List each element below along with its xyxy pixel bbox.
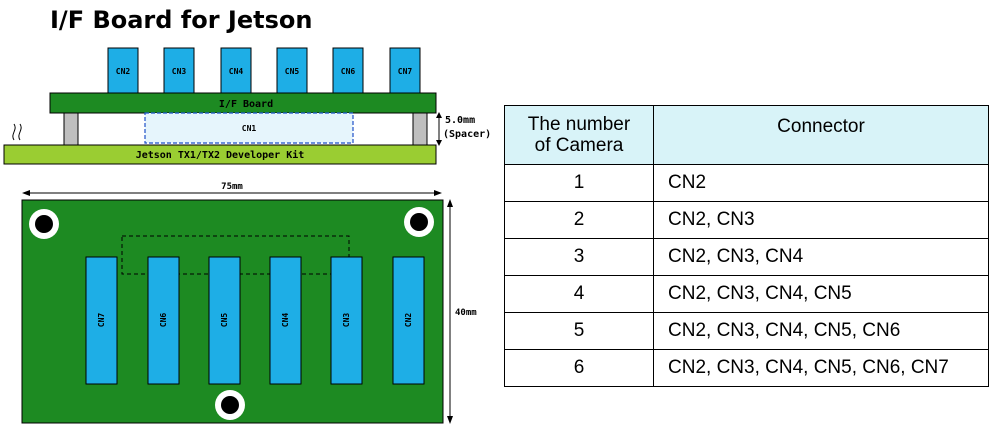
side-connector-label: CN5 (285, 67, 300, 76)
header-camera-count-line2: of Camera (534, 135, 624, 156)
cn1-label: CN1 (242, 124, 257, 133)
side-connectors: CN2 CN3 CN4 CN5 CN6 CN7 (107, 47, 421, 94)
top-connector-label: CN6 (159, 313, 168, 328)
top-connector-cn4: CN4 (269, 256, 302, 385)
devkit-board: Jetson TX1/TX2 Developer Kit (3, 144, 437, 165)
top-connector-label: CN4 (281, 313, 290, 328)
side-connector-cn4: CN4 (220, 47, 252, 94)
camera-count-cell: 3 (504, 238, 654, 276)
connector-cell: CN2, CN3, CN4, CN5 (653, 275, 989, 313)
side-connector-cn3: CN3 (163, 47, 195, 94)
mounting-hole-top-right (404, 207, 434, 237)
spacer-height-label: 5.0mm (445, 115, 475, 126)
spacer-right (412, 112, 428, 146)
spacer-note-label: (Spacer) (443, 129, 491, 140)
connector-cell: CN2, CN3 (653, 201, 989, 239)
header-connector: Connector (653, 105, 989, 165)
break-symbol (12, 123, 22, 141)
spacer-left (63, 112, 79, 146)
camera-connector-table: The number of Camera Connector 1 CN2 2 C… (504, 105, 989, 387)
connector-cell: CN2, CN3, CN4 (653, 238, 989, 276)
table-row: 2 CN2, CN3 (504, 201, 989, 239)
camera-count-cell: 5 (504, 312, 654, 350)
side-connector-cn2: CN2 (107, 47, 139, 94)
top-connector-cn3: CN3 (330, 256, 363, 385)
mounting-hole-top-left (29, 209, 59, 239)
table-row: 1 CN2 (504, 164, 989, 202)
table-row: 4 CN2, CN3, CN4, CN5 (504, 275, 989, 313)
table-row: 6 CN2, CN3, CN4, CN5, CN6, CN7 (504, 349, 989, 387)
top-connector-cn6: CN6 (147, 256, 180, 385)
devkit-label: Jetson TX1/TX2 Developer Kit (136, 149, 305, 161)
table-row: 3 CN2, CN3, CN4 (504, 238, 989, 276)
camera-count-cell: 4 (504, 275, 654, 313)
table-row: 5 CN2, CN3, CN4, CN5, CN6 (504, 312, 989, 350)
top-connectors: CN7 CN6 CN5 CN4 CN3 CN2 (85, 256, 425, 385)
width-label: 75mm (221, 182, 243, 192)
top-connector-cn7: CN7 (85, 256, 118, 385)
mounting-hole-bottom (215, 390, 245, 420)
connector-cell: CN2 (653, 164, 989, 202)
side-connector-label: CN3 (172, 67, 187, 76)
connector-cell: CN2, CN3, CN4, CN5, CN6 (653, 312, 989, 350)
side-connector-cn6: CN6 (332, 47, 364, 94)
side-connector-label: CN7 (398, 67, 413, 76)
top-connector-label: CN3 (342, 313, 351, 328)
side-connector-cn7: CN7 (389, 47, 421, 94)
connector-cell: CN2, CN3, CN4, CN5, CN6, CN7 (653, 349, 989, 387)
header-camera-count-line1: The number (527, 114, 631, 135)
top-connector-label: CN7 (97, 313, 106, 328)
spacer-dimension: 5.0mm (Spacer) (436, 112, 491, 146)
if-board-side: I/F Board (49, 92, 437, 114)
camera-count-cell: 6 (504, 349, 654, 387)
cn1-connector: CN1 (144, 112, 354, 144)
height-label: 40mm (455, 308, 477, 318)
camera-count-cell: 2 (504, 201, 654, 239)
top-connector-label: CN5 (220, 313, 229, 328)
header-camera-count: The number of Camera (504, 105, 654, 165)
side-connector-label: CN4 (229, 67, 244, 76)
side-connector-label: CN6 (341, 67, 356, 76)
if-board-label: I/F Board (219, 99, 273, 110)
side-connector-label: CN2 (116, 67, 131, 76)
top-connector-cn5: CN5 (208, 256, 241, 385)
width-dimension: 75mm (22, 182, 442, 196)
height-dimension: 40mm (447, 199, 477, 424)
page-title: I/F Board for Jetson (50, 6, 313, 34)
table-header-row: The number of Camera Connector (504, 105, 989, 165)
side-connector-cn5: CN5 (276, 47, 308, 94)
top-connector-cn2: CN2 (392, 256, 425, 385)
camera-count-cell: 1 (504, 164, 654, 202)
top-connector-label: CN2 (404, 313, 413, 328)
